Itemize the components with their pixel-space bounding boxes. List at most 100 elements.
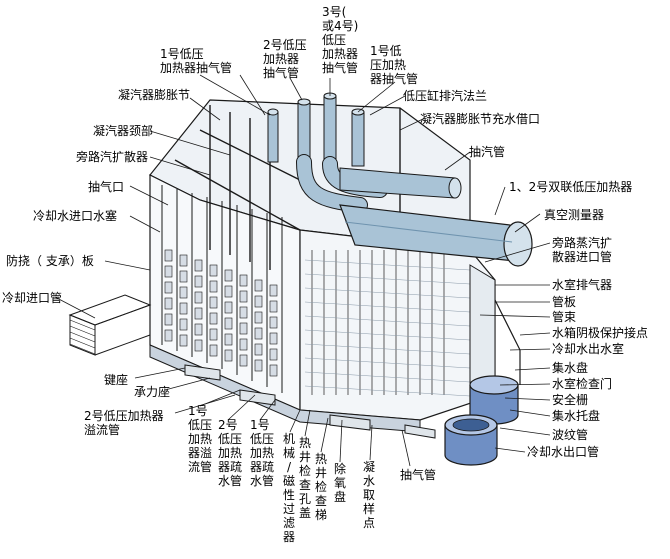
base-foot — [404, 424, 436, 439]
inlet-platform — [68, 294, 152, 326]
label-cooling-water-inlet-plug: 冷却水进口水塞 — [33, 209, 118, 223]
panel-slot — [254, 295, 263, 308]
label-no3-or4-lp-heater-extraction: 3号( 或4号) 低压 加热器 抽气管 — [322, 5, 359, 75]
label-cathodic-protection: 水箱阴极保护接点 — [552, 326, 649, 340]
leader-line — [134, 367, 186, 379]
leader-line — [484, 242, 551, 263]
panel-slot — [209, 264, 218, 277]
panel-slot — [269, 348, 278, 361]
panel-slot — [164, 297, 173, 310]
railing-bar — [69, 331, 96, 343]
leader-line — [149, 130, 231, 156]
elbow-pipe — [297, 155, 367, 212]
label-cooling-water-outlet-chamber: 冷却水出水室 — [552, 342, 625, 356]
label-bypass-steam-diffuser-inlet: 旁路蒸汽扩 散器进口管 — [552, 236, 613, 264]
leader-line — [499, 427, 551, 436]
tube-support — [304, 371, 471, 383]
panel-slot — [269, 316, 278, 329]
panel-slot — [239, 274, 248, 287]
tube-support — [304, 357, 471, 369]
panel-slot — [164, 249, 173, 262]
leader-line — [149, 156, 211, 176]
panel-slot — [209, 344, 218, 357]
railing-bar — [69, 325, 96, 337]
tube-support — [304, 329, 471, 341]
leader-line — [129, 185, 169, 206]
tube-support — [304, 259, 471, 271]
panel-slot — [269, 284, 278, 297]
panel-slot — [164, 265, 173, 278]
panel-slot — [224, 301, 233, 314]
truss-member — [174, 159, 301, 231]
panel-slot — [194, 307, 203, 320]
label-water-chamber-inspection-door: 水室检查门 — [552, 377, 613, 391]
label-extraction-port: 抽气口 — [88, 180, 125, 194]
label-condenser-neck: 凝汽器颈部 — [93, 124, 154, 138]
leader-line — [504, 397, 551, 401]
panel-slot — [224, 317, 233, 330]
label-lp-cylinder-exhaust-flange: 低压缸排汽法兰 — [403, 89, 488, 103]
panel-slot — [179, 318, 188, 331]
extraction-pipe — [267, 111, 279, 163]
leader-line — [509, 409, 551, 417]
panel-slot — [194, 339, 203, 352]
condenser-body — [68, 92, 533, 466]
leader-line — [479, 314, 551, 318]
panel-slot — [269, 300, 278, 313]
panel-slot — [254, 327, 263, 340]
tube-support — [304, 287, 471, 299]
leader-line — [494, 447, 526, 453]
leader-line — [401, 429, 411, 467]
label-key-seat: 键座 — [104, 373, 129, 387]
truss-member — [199, 129, 301, 181]
panel-slot — [224, 333, 233, 346]
leader-line — [289, 77, 303, 101]
panel-slot — [179, 302, 188, 315]
tube-support — [304, 385, 471, 397]
panel-slot — [224, 269, 233, 282]
panel-slot — [254, 311, 263, 324]
label-cooling-inlet-pipe: 冷却进口管 — [2, 291, 63, 305]
label-corrugated-pipe: 波纹管 — [552, 428, 589, 442]
label-magnetic-filter: 机 械 / 磁 性 过 滤 器 — [282, 432, 295, 544]
label-collecting-water-support-tray: 集水托盘 — [552, 409, 601, 423]
panel-slot — [239, 306, 248, 319]
label-bypass-steam-diffuser: 旁路汽扩散器 — [76, 150, 149, 164]
leader-line — [369, 424, 373, 461]
panel-slot — [209, 296, 218, 309]
leader-line — [514, 213, 541, 233]
leader-line — [369, 95, 406, 116]
leader-line — [239, 74, 266, 116]
tube-support — [304, 315, 471, 327]
panel-slot — [269, 332, 278, 345]
leader-line — [357, 81, 396, 113]
base-foot — [184, 364, 221, 381]
tube-support — [304, 301, 471, 313]
label-no2-heater-drain: 2号 低压 加热 器疏 水管 — [218, 418, 243, 488]
leader-line — [54, 296, 96, 319]
railing-bar — [69, 319, 96, 331]
panel-slot — [179, 286, 188, 299]
railing-top — [94, 304, 151, 326]
pipe-end — [267, 108, 279, 116]
panel-slot — [194, 275, 203, 288]
shape — [344, 221, 513, 243]
label-no2-lp-heater-extraction: 2号低压 加热器 抽气管 — [263, 38, 307, 80]
label-extraction-pipe-bottom: 抽气管 — [400, 468, 437, 482]
leader-line — [104, 260, 151, 271]
leader-line — [499, 383, 551, 386]
panel-slot — [254, 359, 263, 372]
label-bearing-seat: 承力座 — [134, 385, 171, 399]
panel-slot — [254, 279, 263, 292]
panel-slot — [194, 323, 203, 336]
panel-slot — [164, 329, 173, 342]
label-vacuum-gauge: 真空测量器 — [544, 208, 605, 222]
leader-line — [494, 186, 506, 216]
panel-slot — [239, 290, 248, 303]
panel-slot — [179, 254, 188, 267]
leader-line — [444, 151, 471, 171]
label-condenser-expansion-joint-fill: 凝汽器膨胀节充水借口 — [420, 112, 541, 126]
leader-line — [289, 409, 301, 433]
railing-bar — [69, 337, 96, 349]
